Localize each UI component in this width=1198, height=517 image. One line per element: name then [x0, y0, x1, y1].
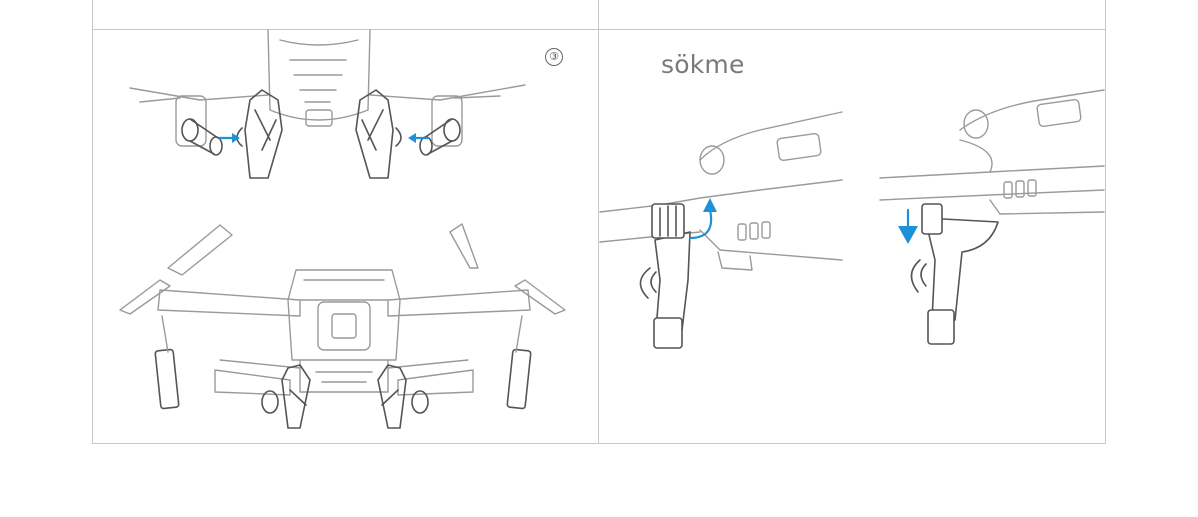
table-cell-top-right	[598, 0, 1106, 31]
table-cell-top-left	[92, 0, 599, 31]
removal-illustration-pull-down	[879, 89, 1105, 345]
drone-top-view	[129, 29, 526, 179]
step-number-badge: ③	[545, 48, 563, 66]
removal-title: sökme	[661, 50, 745, 79]
drone-front-view	[119, 223, 566, 429]
removal-illustration-unlatch	[599, 111, 843, 349]
panel-install-step	[92, 29, 599, 444]
